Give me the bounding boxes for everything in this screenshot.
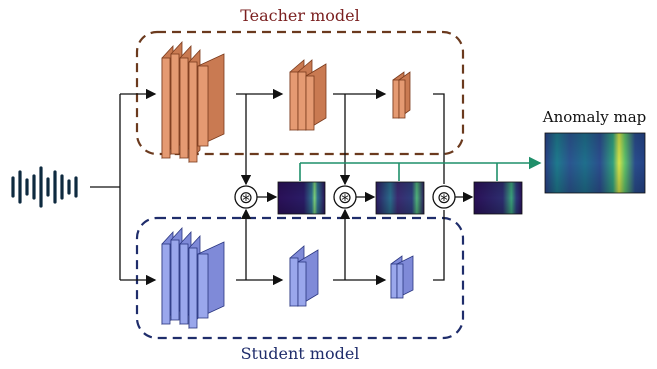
product-symbol-3: ⊛ — [437, 188, 451, 208]
anomaly-map-image — [544, 132, 646, 194]
teacher-model-box — [135, 30, 465, 156]
teacher-layer-stack-2 — [289, 59, 327, 131]
teacher-layer-stack-3 — [392, 71, 411, 119]
anomaly-map-label: Anomaly map — [542, 108, 647, 126]
similarity-map-2 — [375, 181, 425, 215]
product-symbol-1: ⊛ — [239, 188, 253, 208]
student-layer-stack-3 — [390, 255, 414, 299]
student-model-box — [135, 216, 465, 340]
fusion-connector — [299, 156, 542, 181]
feature-tap-lines — [240, 94, 351, 280]
student-layer-stack-1 — [161, 226, 225, 330]
teacher-flow-arrows — [236, 88, 445, 184]
student-layer-stack-2 — [289, 245, 319, 307]
teacher-layer-stack-1 — [161, 40, 225, 164]
similarity-map-1 — [277, 181, 326, 215]
similarity-map-3 — [473, 181, 523, 215]
input-split-connector — [90, 88, 157, 286]
audio-waveform-icon — [11, 166, 78, 208]
student-flow-arrows — [236, 210, 445, 286]
student-model-label: Student model — [240, 344, 360, 363]
teacher-model-label: Teacher model — [240, 6, 360, 25]
product-symbol-2: ⊛ — [338, 188, 352, 208]
